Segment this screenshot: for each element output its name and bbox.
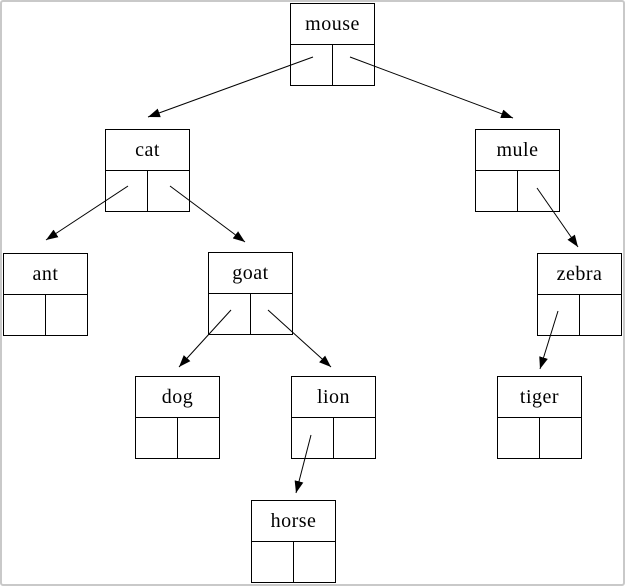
left-pointer-cell [291, 45, 333, 85]
node-lion: lion [291, 376, 376, 459]
node-ant: ant [3, 253, 88, 336]
right-pointer-cell [148, 171, 189, 211]
node-label: zebra [538, 254, 621, 295]
node-label: goat [209, 253, 292, 294]
right-pointer-cell [333, 45, 374, 85]
right-pointer-cell [540, 418, 581, 458]
right-pointer-cell [46, 295, 87, 335]
left-pointer-cell [498, 418, 540, 458]
pointer-cells [136, 418, 219, 458]
right-pointer-cell [294, 542, 335, 582]
left-pointer-cell [4, 295, 46, 335]
pointer-cells [498, 418, 581, 458]
left-pointer-cell [538, 295, 580, 335]
node-dog: dog [135, 376, 220, 459]
edge-mouse-left-to-cat [147, 56, 314, 118]
node-goat: goat [208, 252, 293, 335]
node-cat: cat [105, 129, 190, 212]
left-pointer-cell [292, 418, 334, 458]
node-label: mouse [291, 4, 374, 45]
node-label: horse [252, 501, 335, 542]
node-label: lion [292, 377, 375, 418]
node-mouse: mouse [290, 3, 375, 86]
pointer-cells [476, 171, 559, 211]
pointer-cells [209, 294, 292, 334]
node-label: cat [106, 130, 189, 171]
left-pointer-cell [252, 542, 294, 582]
node-label: tiger [498, 377, 581, 418]
right-pointer-cell [251, 294, 292, 334]
node-tiger: tiger [497, 376, 582, 459]
node-label: mule [476, 130, 559, 171]
pointer-cells [292, 418, 375, 458]
left-pointer-cell [209, 294, 251, 334]
right-pointer-cell [334, 418, 375, 458]
node-label: dog [136, 377, 219, 418]
left-pointer-cell [106, 171, 148, 211]
left-pointer-cell [476, 171, 518, 211]
node-mule: mule [475, 129, 560, 212]
node-zebra: zebra [537, 253, 622, 336]
node-label: ant [4, 254, 87, 295]
right-pointer-cell [518, 171, 559, 211]
pointer-cells [291, 45, 374, 85]
node-horse: horse [251, 500, 336, 583]
right-pointer-cell [580, 295, 621, 335]
pointer-cells [106, 171, 189, 211]
left-pointer-cell [136, 418, 178, 458]
pointer-cells [538, 295, 621, 335]
pointer-cells [252, 542, 335, 582]
pointer-cells [4, 295, 87, 335]
right-pointer-cell [178, 418, 219, 458]
